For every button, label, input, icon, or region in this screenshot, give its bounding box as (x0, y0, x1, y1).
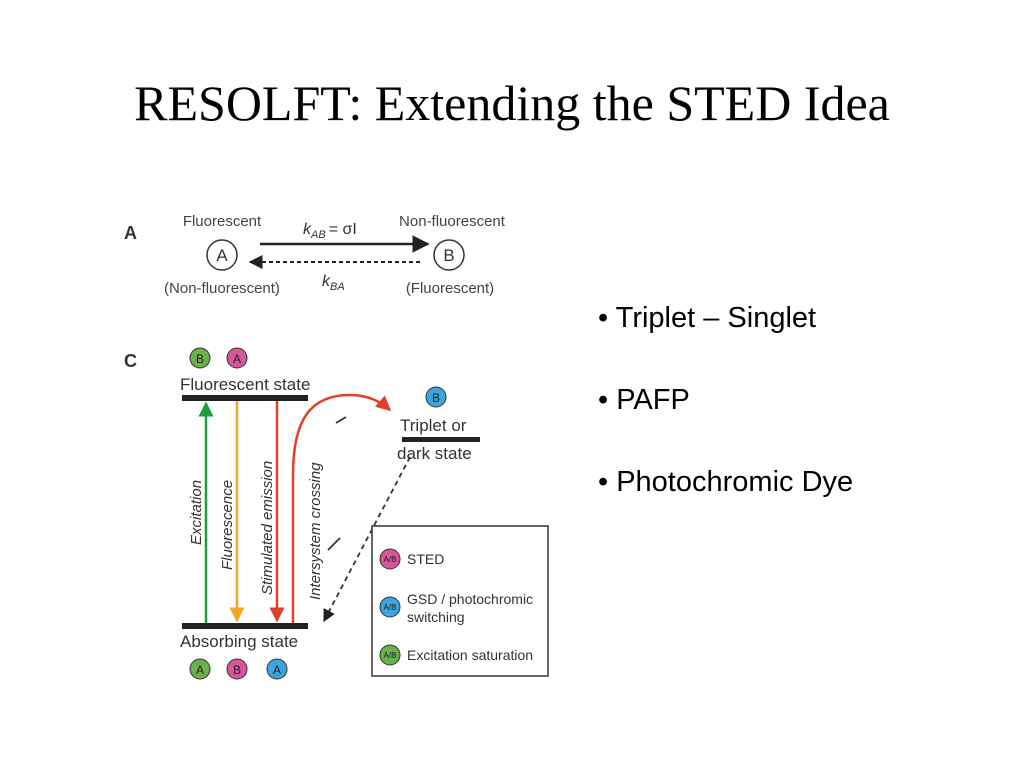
k-ba-label: kBA (322, 273, 345, 293)
legend-badge-gsd-text: A/B (384, 603, 397, 612)
legend-badge-excitation-text: A/B (384, 651, 397, 660)
legend-badge-sted (379, 548, 401, 570)
break-mark-upper (335, 416, 347, 424)
top-badge-b (189, 347, 211, 369)
bottom-badge-a-blue-letter: A (273, 663, 281, 677)
absorbing-state-label: Absorbing state (180, 632, 298, 651)
panel-c-label: C (124, 351, 137, 371)
legend-label-gsd-line2: switching (407, 609, 465, 625)
legend-item-excitation: A/B Excitation saturation (379, 644, 533, 666)
stimulated-emission-label: Stimulated emission (259, 461, 276, 595)
bullet-item: • Triplet – Singlet (598, 302, 817, 334)
top-badge-a (226, 347, 248, 369)
state-a-top-label: Fluorescent (183, 213, 262, 230)
triplet-level (402, 437, 480, 442)
triplet-label-line2: dark state (397, 444, 472, 463)
state-b-circle (433, 239, 465, 271)
legend-label-excitation: Excitation saturation (407, 647, 533, 663)
fluorescent-state-label: Fluorescent state (180, 375, 310, 394)
resolft-diagram: A Fluorescent (Non-fluorescent) A Non-fl… (124, 213, 549, 680)
bottom-badge-b-pink-letter: B (233, 663, 241, 677)
legend-box (371, 525, 549, 677)
state-b-bottom-label: (Fluorescent) (406, 280, 494, 297)
state-b-letter: B (443, 246, 454, 265)
legend-badge-excitation (379, 644, 401, 666)
bottom-badge-a-green (189, 658, 211, 680)
state-a-bottom-label: (Non-fluorescent) (164, 280, 280, 297)
excitation-label: Excitation (188, 480, 205, 545)
state-b-top-label: Non-fluorescent (399, 213, 506, 230)
legend: A/B STED A/B GSD / photochromic switchin… (371, 525, 549, 677)
fluorescence-label: Fluorescence (219, 480, 236, 570)
bottom-badge-a-blue (266, 658, 288, 680)
triplet-decay-arrow (323, 456, 411, 623)
triplet-badge-letter: B (432, 391, 440, 405)
top-badge-b-letter: B (196, 352, 204, 366)
legend-item-gsd: A/B GSD / photochromic switching (379, 591, 533, 625)
panel-a: A Fluorescent (Non-fluorescent) A Non-fl… (124, 213, 506, 297)
break-mark-lower (327, 537, 341, 551)
page-title: RESOLFT: Extending the STED Idea (134, 75, 890, 131)
legend-label-sted: STED (407, 551, 444, 567)
triplet-label-line1: Triplet or (400, 416, 467, 435)
bottom-badge-b-pink (226, 658, 248, 680)
panel-c: C B A Fluorescent state Absorbing state … (124, 347, 549, 680)
absorbing-state-level (182, 623, 308, 629)
intersystem-crossing-label: Intersystem crossing (307, 462, 324, 600)
top-badge-a-letter: A (233, 352, 241, 366)
bullet-item: • Photochromic Dye (598, 466, 854, 498)
state-a-circle (206, 239, 238, 271)
panel-a-label: A (124, 223, 137, 243)
bullet-list: • Triplet – Singlet • PAFP • Photochromi… (598, 300, 853, 546)
bottom-badge-a-green-letter: A (196, 663, 204, 677)
legend-badge-sted-text: A/B (384, 555, 397, 564)
legend-label-gsd-line1: GSD / photochromic (407, 591, 533, 607)
legend-badge-gsd (379, 596, 401, 618)
legend-item-sted: A/B STED (379, 548, 444, 570)
intersystem-crossing-arrow (291, 393, 392, 623)
k-ab-label: kAB= σI (303, 221, 357, 241)
fluorescent-state-level (182, 395, 308, 401)
bullet-item: • PAFP (598, 384, 690, 416)
state-a-letter: A (216, 246, 228, 265)
triplet-badge (425, 386, 447, 408)
